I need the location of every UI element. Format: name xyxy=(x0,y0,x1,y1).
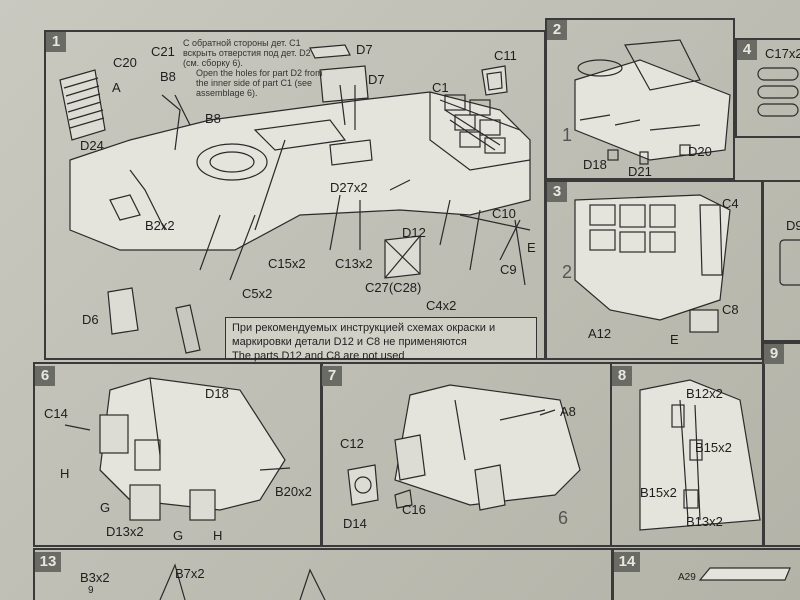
label-g-left: G xyxy=(100,500,111,515)
label-d20: D20 xyxy=(688,144,712,159)
label-c5x2: C5x2 xyxy=(242,286,273,301)
label-c10: C10 xyxy=(492,206,516,221)
step-number-8: 8 xyxy=(612,366,632,386)
step13-ref-9: 9 xyxy=(88,585,94,596)
step3-subview-2: 2 xyxy=(562,262,573,282)
label-c9: C9 xyxy=(500,262,517,277)
label-e-step3: E xyxy=(670,332,679,347)
label-c15x2: C15x2 xyxy=(268,256,306,271)
label-d7-mid: D7 xyxy=(368,72,385,87)
label-e: E xyxy=(527,240,536,255)
label-b12x2: B12x2 xyxy=(686,386,723,401)
label-a8: A8 xyxy=(560,404,576,419)
step-9-panel xyxy=(762,342,800,547)
label-b20x2: B20x2 xyxy=(275,484,312,499)
step-13-panel xyxy=(33,548,613,600)
label-b2x2: B2x2 xyxy=(145,218,175,233)
step-number-13: 13 xyxy=(35,552,61,572)
step-number-9: 9 xyxy=(764,344,784,364)
step2-subview-1: 1 xyxy=(562,125,573,145)
label-b3x2: B3x2 xyxy=(80,570,110,585)
step7-ref-6: 6 xyxy=(558,508,569,528)
step-number-3: 3 xyxy=(547,182,567,202)
step-number-4: 4 xyxy=(737,40,757,60)
parts-not-used-en: The parts D12 and C8 are not used xyxy=(232,350,405,362)
label-b8-lower: B8 xyxy=(205,111,221,126)
label-d27x2: D27x2 xyxy=(330,180,368,195)
label-d24: D24 xyxy=(80,138,104,153)
label-a: A xyxy=(112,80,121,95)
label-b13x2: B13x2 xyxy=(686,514,723,529)
label-c1: C1 xyxy=(432,80,449,95)
label-c20: C20 xyxy=(113,55,137,70)
label-b8-upper: B8 xyxy=(160,69,176,84)
label-c4x2: C4x2 xyxy=(426,298,457,313)
label-a29: A29 xyxy=(678,572,696,583)
label-d9: D9 xyxy=(786,218,800,233)
step-2-panel xyxy=(545,18,735,180)
label-g-right: G xyxy=(173,528,184,543)
label-c8: C8 xyxy=(722,302,739,317)
label-h-right: H xyxy=(213,528,223,543)
label-d12: D12 xyxy=(402,225,426,240)
label-d7-top: D7 xyxy=(356,42,373,57)
step-6-panel xyxy=(33,362,323,547)
label-d14: D14 xyxy=(343,516,367,531)
label-a12: A12 xyxy=(588,326,612,341)
step-number-2: 2 xyxy=(547,20,567,40)
label-c27-c28: C27(C28) xyxy=(365,280,422,295)
label-b15x2-lower: B15x2 xyxy=(640,485,677,500)
label-d6: D6 xyxy=(82,312,99,327)
label-b7x2: B7x2 xyxy=(175,566,205,581)
label-h-left: H xyxy=(60,466,70,481)
label-c11: C11 xyxy=(494,48,517,63)
label-d18-step6: D18 xyxy=(205,386,229,401)
step1-note-ru: С обратной стороны дет. С1 вскрыть отвер… xyxy=(183,38,311,68)
step-edge-panel xyxy=(762,180,800,342)
label-d13x2: D13x2 xyxy=(106,524,144,539)
step-8-panel xyxy=(610,362,765,547)
parts-not-used-note: При рекомендуемых инструкцией схемах окр… xyxy=(225,317,537,362)
parts-not-used-ru: При рекомендуемых инструкцией схемах окр… xyxy=(232,322,496,348)
label-b15x2-upper: B15x2 xyxy=(695,440,732,455)
step1-note-en: Open the holes for part D2 from the inne… xyxy=(196,68,323,98)
label-c14: C14 xyxy=(44,406,68,421)
label-d21: D21 xyxy=(628,164,652,179)
step-number-7: 7 xyxy=(322,366,342,386)
step-14-panel xyxy=(612,548,800,600)
label-c12: C12 xyxy=(340,436,364,451)
step-4-panel xyxy=(735,38,800,138)
label-c21: C21 xyxy=(151,44,175,59)
label-d18-step2: D18 xyxy=(583,157,607,172)
step-number-6: 6 xyxy=(35,366,55,386)
step-number-14: 14 xyxy=(614,552,640,572)
label-c16: C16 xyxy=(402,502,426,517)
step-number-1: 1 xyxy=(46,32,66,52)
label-c13x2: C13x2 xyxy=(335,256,373,271)
label-c17x2: C17x2 xyxy=(765,46,800,61)
label-c4: C4 xyxy=(722,196,739,211)
